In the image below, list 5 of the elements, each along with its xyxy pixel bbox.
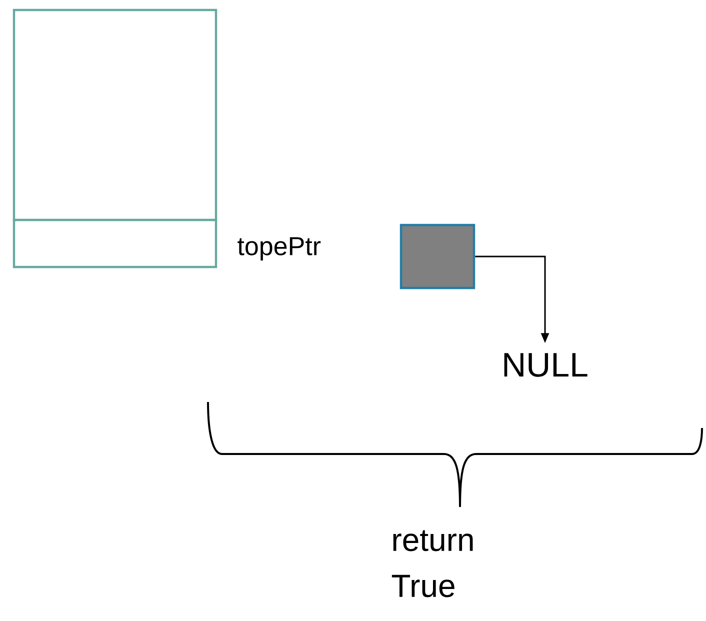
pointer-box <box>400 224 476 290</box>
pointer-label: topePtr <box>238 237 321 260</box>
stack-cell <box>12 218 218 268</box>
note-text: return True <box>392 530 473 598</box>
null-text: NULL <box>504 353 588 377</box>
